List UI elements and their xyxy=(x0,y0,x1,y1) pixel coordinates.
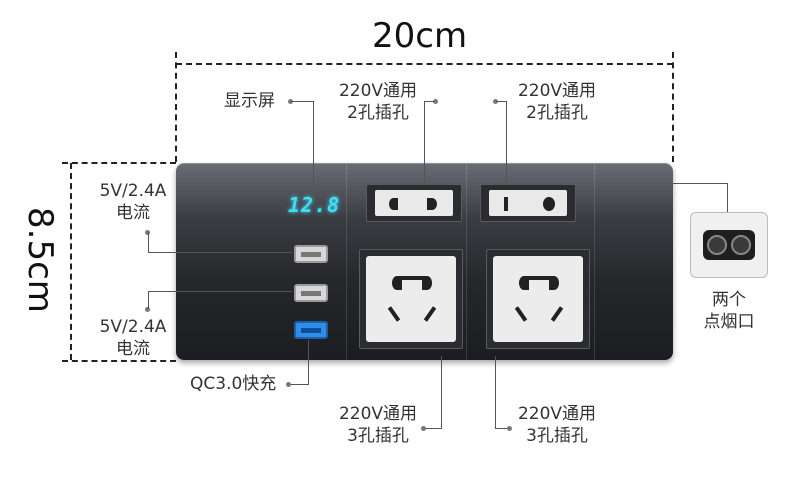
lcd-display: 12.8 xyxy=(288,193,341,217)
leader-dot xyxy=(433,99,438,104)
lighter-label-line2: 点烟口 xyxy=(703,312,755,332)
height-tick-bottom xyxy=(62,360,176,362)
leader-line xyxy=(308,340,309,384)
usb-top-label-line1: 5V/2.4A xyxy=(99,181,167,201)
three-pin-socket-icon xyxy=(486,249,590,349)
height-tick-top xyxy=(62,162,176,164)
three-pin-left-line1: 220V通用 xyxy=(338,404,418,424)
three-pin-right-line2: 3孔插孔 xyxy=(526,426,588,446)
lighter-label-line1: 两个 xyxy=(712,290,746,310)
two-pin-left-line1: 220V通用 xyxy=(338,81,418,101)
three-pin-left-line2: 3孔插孔 xyxy=(347,426,409,446)
usb-bottom-label-line1: 5V/2.4A xyxy=(99,317,167,337)
panel-seam xyxy=(346,163,347,360)
two-pin-right-label: 220V通用 2孔插孔 xyxy=(512,80,602,124)
leader-line xyxy=(727,183,728,212)
usb-top-label-line2: 电流 xyxy=(116,203,150,223)
leader-dot xyxy=(286,382,291,387)
leader-line xyxy=(496,101,507,102)
usb-port-icon xyxy=(294,284,328,302)
qc-label: QC3.0快充 xyxy=(190,374,277,394)
panel-seam xyxy=(594,163,595,360)
usb-port-icon xyxy=(294,245,328,263)
leader-line xyxy=(495,428,509,429)
leader-line xyxy=(290,384,309,385)
display-label: 显示屏 xyxy=(224,91,275,111)
leader-line xyxy=(148,252,292,253)
leader-line xyxy=(506,101,507,183)
three-pin-right-line1: 220V通用 xyxy=(517,404,597,424)
qc-usb-port-icon xyxy=(294,321,328,339)
usb-bottom-label-line2: 电流 xyxy=(116,339,150,359)
leader-line xyxy=(148,232,149,252)
width-tick-right xyxy=(672,52,674,162)
two-pin-left-line2: 2孔插孔 xyxy=(347,103,409,123)
three-pin-socket-icon xyxy=(359,249,463,349)
two-pin-right-line2: 2孔插孔 xyxy=(526,103,588,123)
leader-line xyxy=(425,428,442,429)
height-dimension-text: 8.5cm xyxy=(20,207,60,313)
two-pin-right-line1: 220V通用 xyxy=(517,81,597,101)
panel-seam xyxy=(466,163,467,360)
width-tick-left xyxy=(175,52,177,162)
leader-line xyxy=(441,356,442,428)
two-pin-socket-icon xyxy=(480,184,576,222)
three-pin-right-label: 220V通用 3孔插孔 xyxy=(512,403,602,447)
two-pin-left-label: 220V通用 2孔插孔 xyxy=(333,80,423,124)
leader-dot xyxy=(288,99,293,104)
height-dimension-line xyxy=(70,163,72,360)
leader-line xyxy=(291,101,313,102)
width-dimension-label: 20cm xyxy=(372,16,468,56)
leader-dot xyxy=(145,230,150,235)
leader-line xyxy=(424,101,435,102)
leader-line xyxy=(495,356,496,428)
leader-line xyxy=(148,291,292,292)
leader-line xyxy=(313,101,314,195)
leader-line xyxy=(673,183,727,184)
leader-line xyxy=(148,291,149,309)
power-strip-body: 12.8 xyxy=(176,163,673,360)
cigarette-lighter-icon xyxy=(690,212,768,278)
usb-top-label: 5V/2.4A 电流 xyxy=(95,180,171,224)
leader-dot xyxy=(145,307,150,312)
lighter-label: 两个 点烟口 xyxy=(692,289,766,333)
leader-dot xyxy=(507,426,512,431)
leader-line xyxy=(424,101,425,183)
three-pin-left-label: 220V通用 3孔插孔 xyxy=(333,403,423,447)
height-dimension-label: 8.5cm xyxy=(20,190,60,330)
two-pin-socket-icon xyxy=(366,184,462,222)
leader-dot xyxy=(493,99,498,104)
width-dimension-line xyxy=(176,63,673,65)
leader-dot xyxy=(421,426,426,431)
usb-bottom-label: 5V/2.4A 电流 xyxy=(95,316,171,360)
